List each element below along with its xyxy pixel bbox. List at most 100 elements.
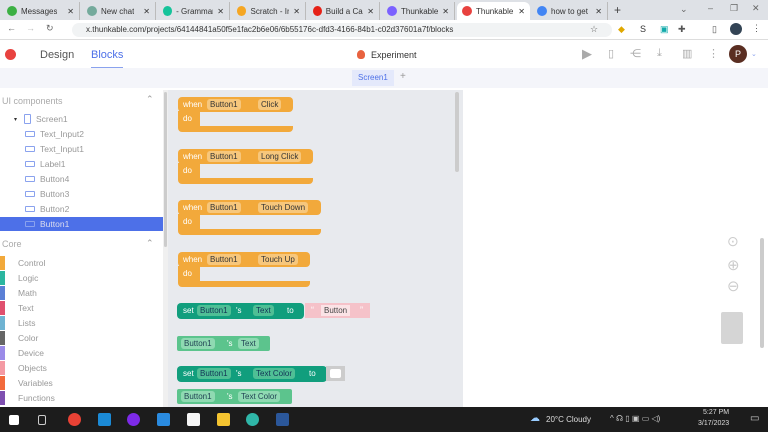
back-icon[interactable]: ← [7, 23, 16, 33]
component-dropdown[interactable]: Button1 [197, 305, 231, 316]
component-dropdown[interactable]: Button1 [181, 338, 215, 349]
tab-blocks[interactable]: Blocks [91, 49, 124, 69]
chevron-down-icon[interactable]: ⌄ [751, 51, 757, 58]
extension-icon[interactable]: ◆ [618, 24, 625, 34]
component-item-label1[interactable]: Label1 [0, 157, 163, 171]
browser-tab[interactable]: Build a Calc✕ [308, 2, 380, 20]
canva-icon[interactable] [127, 413, 140, 426]
avatar[interactable]: P [729, 45, 747, 63]
extension-s-icon[interactable]: S [640, 24, 647, 34]
browser-tab[interactable]: New chat✕ [82, 2, 156, 20]
mail-icon[interactable] [98, 413, 111, 426]
event-dropdown[interactable]: Click [258, 99, 282, 110]
color-swatch[interactable] [330, 369, 341, 378]
collapse-chevron-icon[interactable]: ⌃ [146, 238, 154, 248]
zoom-out-icon[interactable]: ⊖ [727, 278, 740, 295]
close-tab-icon[interactable]: ✕ [293, 6, 300, 16]
category-control[interactable]: Control [0, 256, 45, 270]
tab-screen1[interactable]: Screen1 [352, 70, 394, 86]
new-tab-button[interactable]: + [614, 3, 622, 17]
browser-tab[interactable]: Messages✕ [2, 2, 80, 20]
component-dropdown[interactable]: Button1 [207, 151, 241, 162]
side-panel-icon[interactable]: ▯ [712, 24, 717, 34]
thunkable-logo[interactable] [5, 49, 16, 60]
bookmark-star-icon[interactable]: ☆ [590, 24, 599, 34]
left-panel-scrollbar[interactable] [163, 90, 168, 407]
browser-tab[interactable]: - Grammarl✕ [158, 2, 230, 20]
category-text[interactable]: Text [0, 301, 34, 315]
component-item-text_input2[interactable]: Text_Input2 [0, 127, 163, 141]
close-window-button[interactable]: ✕ [752, 3, 760, 13]
close-tab-icon[interactable]: ✕ [217, 6, 224, 16]
category-logic[interactable]: Logic [0, 271, 38, 285]
property-dropdown[interactable]: Text Color [238, 391, 281, 402]
store-icon[interactable] [187, 413, 200, 426]
weather-text[interactable]: 20°C Cloudy [546, 415, 591, 424]
add-screen-button[interactable]: + [400, 71, 406, 82]
vscode-icon[interactable] [157, 413, 170, 426]
text-value-block[interactable]: “Button” [305, 303, 370, 318]
close-tab-icon[interactable]: ✕ [67, 6, 74, 16]
category-device[interactable]: Device [0, 346, 44, 360]
profile-icon[interactable] [730, 23, 742, 35]
close-tab-icon[interactable]: ✕ [143, 6, 150, 16]
edge-icon[interactable] [246, 413, 259, 426]
category-lists[interactable]: Lists [0, 316, 35, 330]
restore-button[interactable]: ❐ [730, 3, 739, 13]
expand-arrow-icon[interactable]: ▾ [14, 116, 18, 123]
collapse-chevron-icon[interactable]: ⌃ [146, 94, 154, 104]
component-item-button1[interactable]: Button1 [0, 217, 163, 231]
text-value-input[interactable]: Button [321, 305, 351, 316]
workspace-scrollbar[interactable] [760, 238, 764, 348]
event-dropdown[interactable]: Long Click [258, 151, 302, 162]
category-math[interactable]: Math [0, 286, 37, 300]
recenter-icon[interactable]: ⊙ [727, 233, 739, 249]
file-explorer-icon[interactable] [217, 413, 230, 426]
url-input[interactable]: x.thunkable.com/projects/64144841a50f5e1… [72, 23, 612, 37]
property-dropdown[interactable]: Text [238, 338, 259, 349]
component-item-button3[interactable]: Button3 [0, 187, 163, 201]
component-item-button4[interactable]: Button4 [0, 172, 163, 186]
browser-tab[interactable]: Thunkable✕ [382, 2, 455, 20]
component-item-button2[interactable]: Button2 [0, 202, 163, 216]
forward-icon[interactable]: → [26, 23, 35, 33]
extensions-puzzle-icon[interactable]: ✚ [678, 24, 686, 34]
docs-book-icon[interactable]: ▥ [682, 48, 693, 60]
clock-date[interactable]: 3/17/2023 [698, 420, 730, 427]
close-tab-icon[interactable]: ✕ [367, 6, 374, 16]
flyout-scrollbar[interactable] [455, 92, 459, 172]
category-color[interactable]: Color [0, 331, 38, 345]
blocks-workspace[interactable]: ⊙ ⊕ ⊖ [463, 90, 768, 407]
minimize-button[interactable]: – [708, 3, 714, 13]
system-tray-icons[interactable]: ^ ☊ ▯ ▣ ▭ ◁) [610, 414, 661, 423]
category-variables[interactable]: Variables [0, 376, 53, 390]
browser-tab[interactable]: Scratch - In✕ [232, 2, 306, 20]
category-objects[interactable]: Objects [0, 361, 47, 375]
close-tab-icon[interactable]: ✕ [595, 6, 602, 16]
close-tab-icon[interactable]: ✕ [442, 6, 449, 16]
clock-time[interactable]: 5:27 PM [703, 409, 730, 416]
menu-icon[interactable]: ⋮ [752, 23, 761, 33]
task-view-icon[interactable] [38, 415, 46, 425]
category-functions[interactable]: Functions [0, 391, 55, 405]
event-dropdown[interactable]: Touch Down [258, 202, 309, 213]
browser-tab[interactable]: Thunkable✕ [457, 2, 530, 20]
zoom-in-icon[interactable]: ⊕ [727, 257, 740, 274]
reload-icon[interactable]: ↻ [46, 23, 54, 33]
notifications-icon[interactable]: ▭ [750, 413, 760, 424]
component-dropdown[interactable]: Button1 [197, 368, 231, 379]
tab-search-icon[interactable]: ⌄ [680, 4, 688, 14]
property-dropdown[interactable]: Text [253, 305, 274, 316]
windows-start-icon[interactable] [9, 415, 19, 425]
play-icon[interactable]: ▶ [582, 46, 592, 61]
close-tab-icon[interactable]: ✕ [518, 6, 525, 16]
download-icon[interactable]: ⤓ [657, 47, 662, 59]
